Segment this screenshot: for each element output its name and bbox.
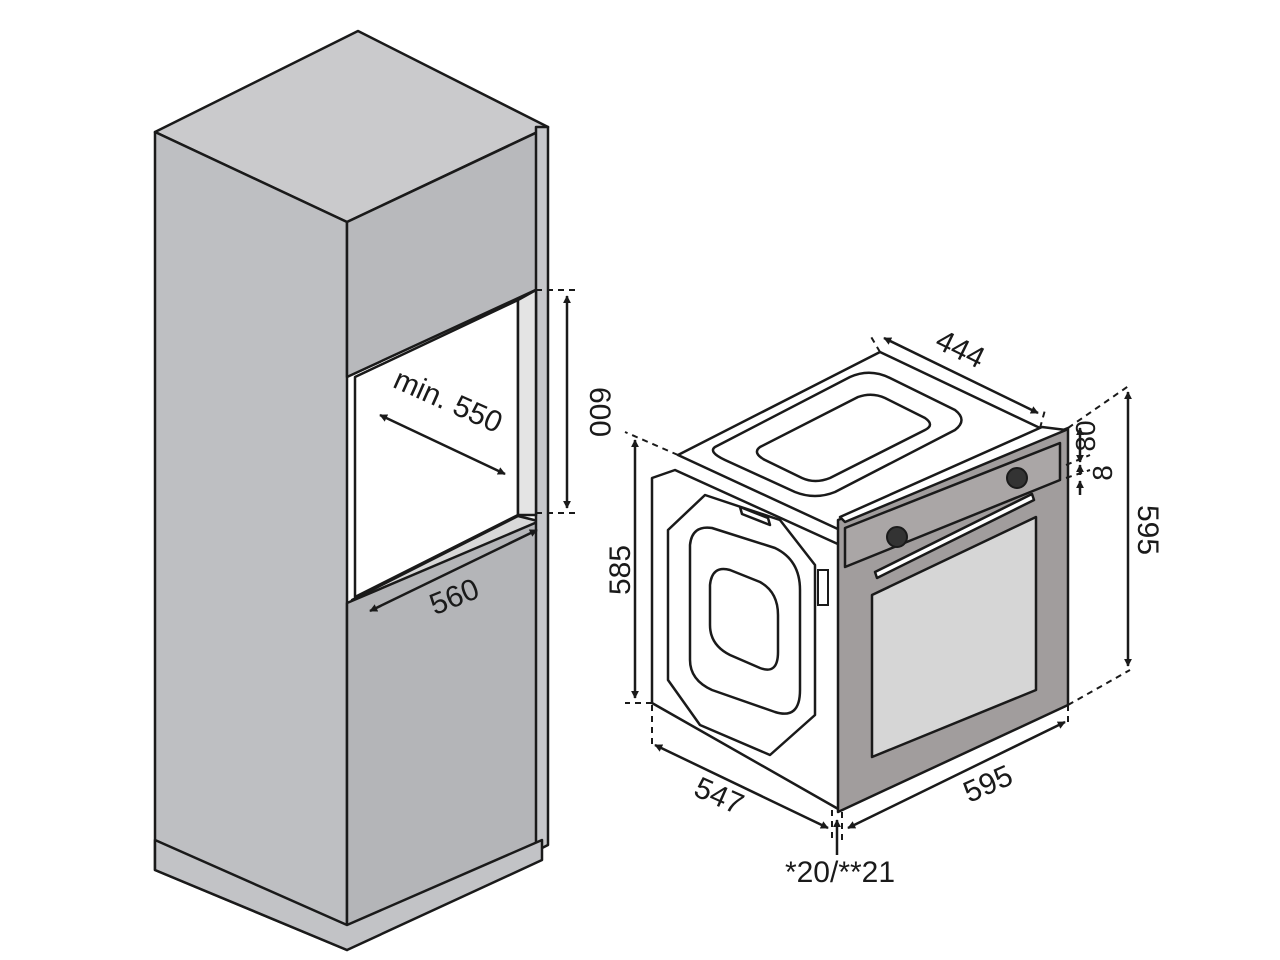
- tall-cabinet: [153, 29, 550, 952]
- body-height-label: 585: [604, 545, 637, 595]
- oven-top-tray-inner: [755, 393, 932, 483]
- oven-door-handle: [873, 492, 1036, 580]
- oven-side-panel-inner: [708, 567, 780, 671]
- front-height-extension-bottom: [1067, 669, 1131, 706]
- oven-top-strip: [838, 425, 1068, 524]
- cabinet-base: [153, 838, 544, 952]
- body-height-extension-top: [624, 431, 679, 456]
- niche-width-dimline: [369, 528, 538, 613]
- oven-dimensions: 444 80 8 595 585 547 595 *20/**21: [604, 324, 1164, 889]
- control-extension-top: [1067, 384, 1131, 429]
- oven-door-glass: [870, 515, 1038, 759]
- control-extension-low: [1065, 469, 1091, 479]
- depth-top-extension-right: [1039, 409, 1046, 429]
- body-depth-label: 547: [689, 771, 748, 822]
- oven-side-handle-slot: [738, 505, 772, 527]
- depth-top-dimline: [883, 336, 1039, 415]
- oven-hinge: [817, 569, 829, 606]
- niche-depth-dimline: [379, 413, 506, 476]
- oven-knob-right: [1006, 467, 1028, 489]
- front-width-label: 595: [959, 759, 1018, 810]
- depth-top-extension-left: [869, 334, 881, 353]
- body-depth-dimline: [654, 743, 829, 830]
- oven-knob-left: [886, 526, 908, 548]
- niche-height-label: 600: [583, 387, 616, 437]
- cabinet-right-trim: [534, 125, 550, 853]
- control-height-label: 80: [1070, 420, 1101, 451]
- cabinet-left-side: [153, 130, 349, 952]
- front-width-dimline: [847, 720, 1066, 830]
- door-note-label: *20/**21: [785, 856, 895, 889]
- built-in-oven: [650, 350, 1070, 814]
- front-height-label: 595: [1131, 505, 1164, 555]
- depth-top-label: 444: [930, 324, 989, 376]
- cabinet-niche-side: [516, 288, 538, 517]
- control-extension-mid: [1065, 454, 1091, 466]
- gap-label: 8: [1087, 465, 1118, 481]
